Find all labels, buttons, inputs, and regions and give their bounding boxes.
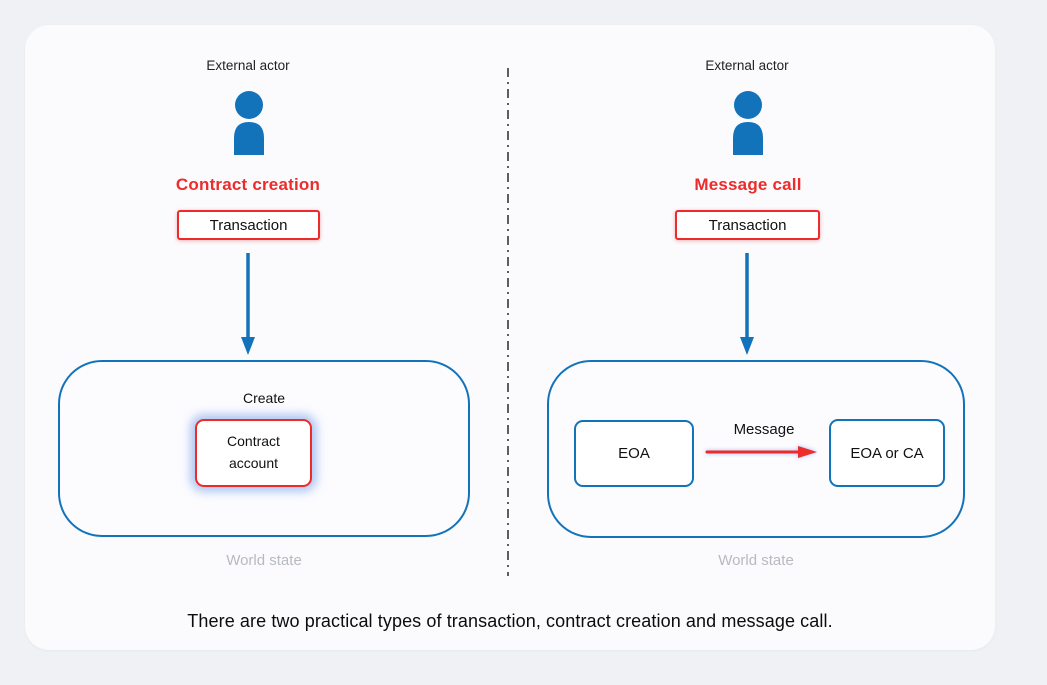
down-arrow-icon-right xyxy=(740,253,754,355)
eoa-box: EOA xyxy=(574,420,694,487)
world-state-container-left: Create Contract account xyxy=(58,360,470,537)
world-state-label-right: World state xyxy=(718,552,794,569)
contract-account-box: Contract account xyxy=(195,419,312,487)
person-icon-right xyxy=(733,91,763,155)
transaction-label-right: Transaction xyxy=(708,216,787,234)
external-actor-label-right: External actor xyxy=(705,58,789,73)
contract-creation-title: Contract creation xyxy=(175,175,321,194)
divider-dash-dot-line xyxy=(507,68,509,576)
external-actor-label-left: External actor xyxy=(206,58,290,73)
world-state-label-left: World state xyxy=(226,552,302,569)
message-label: Message xyxy=(733,421,795,438)
transaction-box-left: Transaction xyxy=(177,210,320,240)
message-call-title: Message call xyxy=(694,175,802,194)
transaction-box-right: Transaction xyxy=(675,210,820,240)
eoa-or-ca-box: EOA or CA xyxy=(829,419,945,487)
message-arrow-icon xyxy=(705,446,817,458)
down-arrow-icon-left xyxy=(241,253,255,355)
eoa-or-ca-label: EOA or CA xyxy=(850,444,924,462)
contract-account-label: Contract account xyxy=(227,433,280,471)
transaction-label-left: Transaction xyxy=(209,216,288,234)
eoa-label: EOA xyxy=(618,445,650,462)
diagram-caption: There are two practical types of transac… xyxy=(187,611,833,631)
world-state-container-right: EOA Message EOA or CA xyxy=(547,360,965,538)
person-icon-left xyxy=(234,91,264,155)
create-label: Create xyxy=(242,390,286,406)
diagram-card: External actor Contract creation Transac… xyxy=(25,25,995,650)
